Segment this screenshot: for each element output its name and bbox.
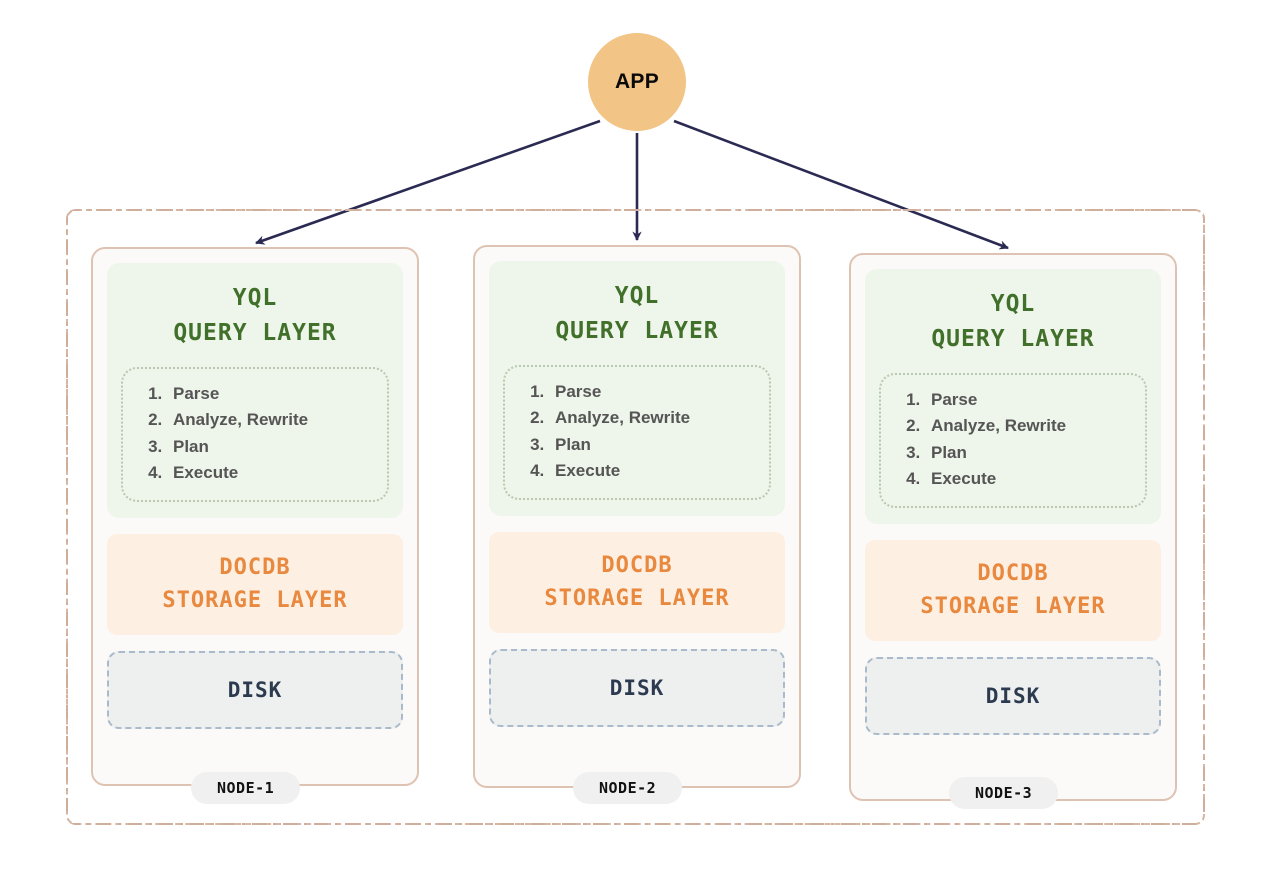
- node-badge-1: NODE-1: [191, 772, 301, 804]
- query-steps-list-1: Parse Analyze, Rewrite Plan Execute: [145, 381, 377, 486]
- query-steps-box-2: Parse Analyze, Rewrite Plan Execute: [503, 364, 771, 501]
- disk-block-3: DISK: [865, 657, 1161, 736]
- docdb-storage-layer-2: DOCDB STORAGE LAYER: [489, 532, 785, 634]
- yql-subtitle-3: QUERY LAYER: [931, 325, 1095, 352]
- node-badge-2: NODE-2: [573, 772, 683, 804]
- node-card-2[interactable]: YQL QUERY LAYER Parse Analyze, Rewrite P…: [473, 245, 801, 788]
- query-step-item: Analyze, Rewrite: [925, 413, 1135, 439]
- docdb-title-1: DOCDB: [219, 555, 291, 581]
- yql-title-3: YQL: [990, 291, 1036, 317]
- query-step-item: Analyze, Rewrite: [167, 407, 377, 433]
- disk-label-2: DISK: [609, 676, 665, 701]
- node-card-1[interactable]: YQL QUERY LAYER Parse Analyze, Rewrite P…: [91, 247, 419, 786]
- query-step-item: Plan: [925, 440, 1135, 466]
- yql-title-2: YQL: [614, 283, 660, 309]
- query-steps-list-3: Parse Analyze, Rewrite Plan Execute: [903, 387, 1135, 492]
- yql-query-layer-2: YQL QUERY LAYER Parse Analyze, Rewrite P…: [489, 261, 785, 517]
- app-client-node[interactable]: APP: [588, 33, 686, 131]
- docdb-subtitle-3: STORAGE LAYER: [920, 594, 1106, 620]
- disk-block-1: DISK: [107, 651, 403, 730]
- yql-query-layer-3: YQL QUERY LAYER Parse Analyze, Rewrite P…: [865, 269, 1161, 525]
- docdb-storage-layer-3: DOCDB STORAGE LAYER: [865, 540, 1161, 642]
- docdb-storage-layer-1: DOCDB STORAGE LAYER: [107, 534, 403, 636]
- docdb-title-3: DOCDB: [977, 561, 1049, 587]
- disk-block-2: DISK: [489, 649, 785, 728]
- node-badge-3: NODE-3: [949, 777, 1059, 809]
- docdb-subtitle-1: STORAGE LAYER: [162, 588, 348, 614]
- disk-label-3: DISK: [985, 684, 1041, 709]
- query-step-item: Execute: [925, 466, 1135, 492]
- yql-subtitle-2: QUERY LAYER: [555, 317, 719, 344]
- node-card-3[interactable]: YQL QUERY LAYER Parse Analyze, Rewrite P…: [849, 253, 1177, 801]
- yql-subtitle-1: QUERY LAYER: [173, 319, 337, 346]
- query-step-item: Analyze, Rewrite: [549, 405, 759, 431]
- disk-label-1: DISK: [227, 678, 283, 703]
- query-step-item: Parse: [549, 379, 759, 405]
- query-step-item: Plan: [167, 434, 377, 460]
- query-steps-box-3: Parse Analyze, Rewrite Plan Execute: [879, 372, 1147, 509]
- query-step-item: Execute: [167, 460, 377, 486]
- docdb-subtitle-2: STORAGE LAYER: [544, 586, 730, 612]
- query-step-item: Parse: [925, 387, 1135, 413]
- query-step-item: Plan: [549, 432, 759, 458]
- query-step-item: Execute: [549, 458, 759, 484]
- query-steps-list-2: Parse Analyze, Rewrite Plan Execute: [527, 379, 759, 484]
- yql-title-1: YQL: [232, 285, 278, 311]
- app-label: APP: [614, 70, 660, 93]
- yql-query-layer-1: YQL QUERY LAYER Parse Analyze, Rewrite P…: [107, 263, 403, 519]
- query-step-item: Parse: [167, 381, 377, 407]
- query-steps-box-1: Parse Analyze, Rewrite Plan Execute: [121, 366, 389, 503]
- docdb-title-2: DOCDB: [601, 553, 673, 579]
